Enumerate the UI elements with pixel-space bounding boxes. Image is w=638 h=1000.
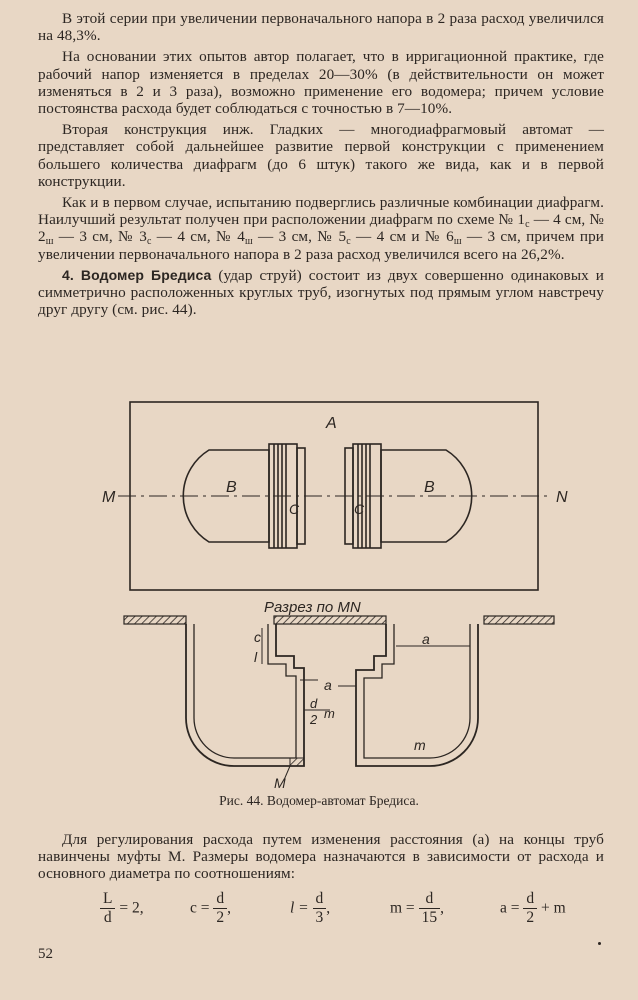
paragraph-3: Вторая конструкция инж. Гладких — многод… bbox=[38, 121, 604, 190]
p4-text-e: — 3 см, № 5 bbox=[252, 228, 347, 246]
figure-44: A M N B B C C Разрез по MN c l a a d 2 m… bbox=[94, 388, 574, 808]
label-small-l: l bbox=[254, 649, 258, 665]
paragraph-4: Как и в первом случае, испытанию подверг… bbox=[38, 194, 604, 263]
label-small-c: c bbox=[254, 629, 261, 645]
label-a-mid: a bbox=[324, 677, 332, 693]
lower-text: Для регулирования расхода путем изменени… bbox=[38, 831, 604, 887]
p4-text-b: — 4 см, № 2 bbox=[38, 211, 605, 246]
print-mark bbox=[598, 942, 601, 945]
label-d: d bbox=[310, 696, 318, 711]
p4-sub-1: с bbox=[525, 219, 530, 231]
paragraph-2: На основании этих опытов автор полагает,… bbox=[38, 48, 604, 118]
p4-sub-6: ш bbox=[453, 236, 462, 248]
label-2: 2 bbox=[309, 712, 318, 727]
p4-sub-5: с bbox=[346, 236, 351, 248]
section-title: Разрез по MN bbox=[264, 599, 361, 616]
p4-text-a: Как и в первом случае, испытанию подверг… bbox=[38, 194, 604, 229]
label-b-right: B bbox=[424, 479, 435, 496]
page-number: 52 bbox=[38, 946, 53, 962]
paragraph-5: 4. Водомер Бредиса (удар струй) состоит … bbox=[38, 267, 604, 319]
p4-sub-4: ш bbox=[244, 236, 253, 248]
p4-sub-3: с bbox=[146, 236, 152, 248]
left-tube-body bbox=[182, 449, 270, 543]
water-meter-drawing: A M N B B C C Разрез по MN c l a a d 2 m… bbox=[102, 401, 568, 788]
label-n: N bbox=[556, 489, 568, 506]
label-c-right: C bbox=[354, 501, 365, 517]
label-a-top: a bbox=[422, 631, 430, 647]
label-c-left: C bbox=[289, 501, 300, 517]
section-heading: 4. Водомер Бредиса bbox=[62, 266, 212, 283]
label-m: M bbox=[102, 489, 116, 506]
label-b-left: B bbox=[226, 479, 237, 496]
p4-text-g: — 3 см, причем при увеличении первоначал… bbox=[38, 228, 605, 263]
label-m-small: m bbox=[414, 737, 426, 753]
right-tube-body bbox=[380, 449, 473, 543]
label-m-frac: m bbox=[324, 706, 335, 721]
p4-sub-2: ш bbox=[45, 236, 54, 248]
figure-caption: Рис. 44. Водомер-автомат Бредиса. bbox=[219, 793, 419, 808]
p4-text-f: — 4 см и № 6 bbox=[350, 228, 454, 246]
paragraph-6: Для регулирования расхода путем изменени… bbox=[38, 831, 604, 883]
p4-text-d: — 4 см, № 4 bbox=[151, 228, 245, 246]
paragraph-1: В этой серии при увеличении первоначальн… bbox=[38, 10, 604, 45]
label-m-bottom: M bbox=[274, 775, 286, 788]
label-a: A bbox=[325, 415, 337, 432]
main-text: В этой серии при увеличении первоначальн… bbox=[38, 10, 604, 322]
p4-text-c: — 3 см, № 3 bbox=[53, 228, 147, 246]
p5-text: (удар струй) состоит из двух совершенно … bbox=[38, 266, 604, 319]
